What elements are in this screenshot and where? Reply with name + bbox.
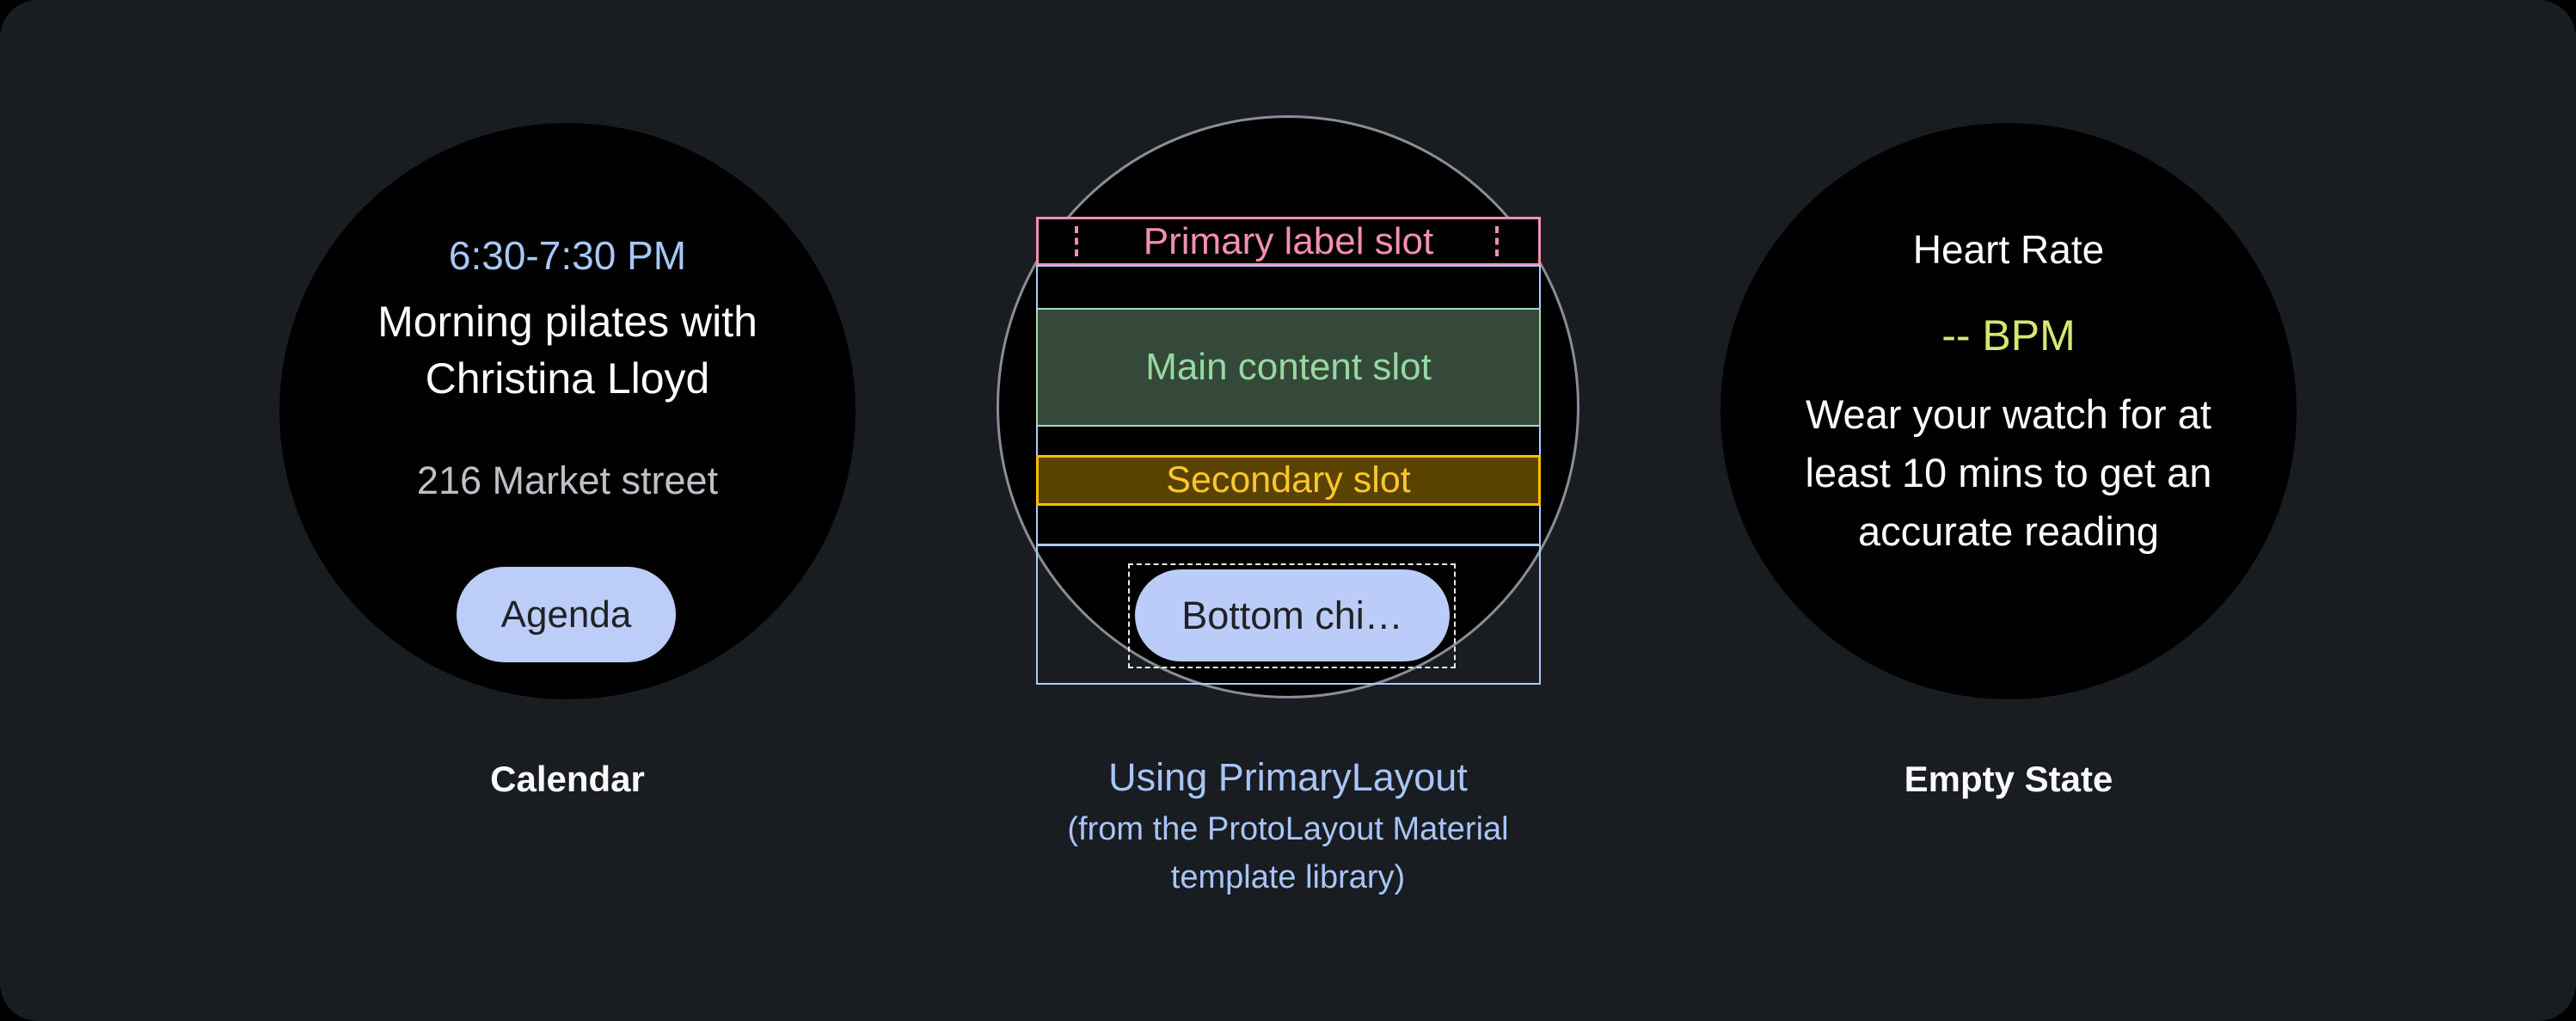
event-time: 6:30-7:30 PM (448, 233, 687, 278)
empty-state-message: Wear your watch for at least 10 mins to … (1805, 391, 2212, 554)
heart-rate-tile: Heart Rate -- BPM Wear your watch for at… (1720, 123, 2297, 699)
calendar-caption: Calendar (490, 759, 645, 799)
secondary-slot-text: Secondary slot (1166, 459, 1411, 501)
calendar-tile: 6:30-7:30 PM Morning pilates with Christ… (279, 123, 856, 699)
bpm-value: -- BPM (1941, 311, 2076, 360)
main-content-slot: Main content slot (1036, 308, 1541, 427)
event-location: 216 Market street (416, 458, 719, 502)
primary-label-slot: Primary label slot (1036, 217, 1541, 266)
main-content-slot-text: Main content slot (1145, 346, 1432, 388)
bottom-chip-dashed-guide (1128, 563, 1456, 668)
layout-frame-lower (1036, 544, 1541, 685)
secondary-slot: Secondary slot (1036, 455, 1541, 506)
primary-layout-caption: Using PrimaryLayout (1108, 755, 1468, 799)
primary-layout-caption-sub: (from the ProtoLayout Material template … (1067, 811, 1509, 895)
heart-rate-title: Heart Rate (1912, 227, 2105, 272)
primary-slot-right-dashed-guide (1495, 226, 1499, 256)
primary-label-slot-text: Primary label slot (1143, 219, 1434, 262)
empty-state-caption: Empty State (1904, 759, 2113, 799)
event-title: Morning pilates with Christina Lloyd (377, 298, 757, 403)
bottom-chip[interactable]: Bottom chi… (1135, 569, 1450, 661)
agenda-chip[interactable]: Agenda (457, 567, 676, 662)
primary-slot-left-dashed-guide (1075, 226, 1078, 256)
